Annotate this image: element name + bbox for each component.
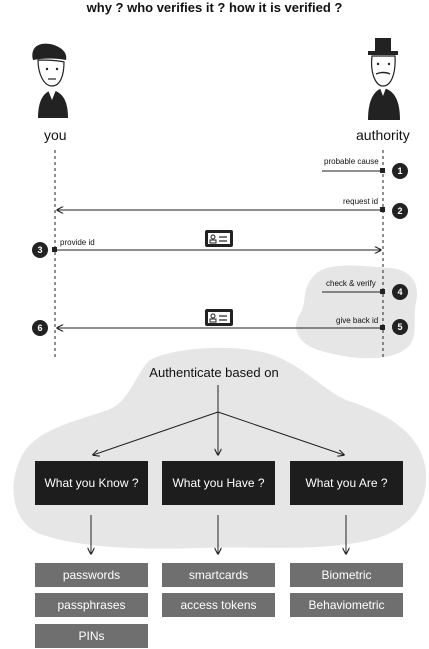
category-have-box: What you Have ?	[162, 461, 275, 505]
you-figure-icon	[32, 43, 68, 118]
step-label-provide-id: provide id	[60, 238, 95, 247]
provide-id-dot	[52, 247, 57, 252]
authority-figure-icon	[368, 38, 400, 120]
item-passphrases: passphrases	[35, 593, 148, 617]
step-badge-5: 5	[392, 319, 408, 335]
step-label-give-back-id: give back id	[336, 316, 379, 325]
step-badge-6: 6	[32, 320, 48, 336]
item-passwords: passwords	[35, 563, 148, 587]
step-label-check-verify: check & verify	[326, 279, 376, 288]
verify-blob	[296, 265, 417, 359]
probable-cause-dot	[380, 168, 385, 173]
give-back-id-dot	[380, 325, 385, 330]
step-label-request-id: request id	[343, 197, 379, 206]
item-smartcards: smartcards	[162, 563, 275, 587]
you-label: you	[44, 127, 67, 143]
category-are-box: What you Are ?	[290, 461, 403, 505]
item-access-tokens: access tokens	[162, 593, 275, 617]
auth-heading: Authenticate based on	[149, 365, 279, 380]
step-badge-4: 4	[392, 284, 408, 300]
id-card-icon	[205, 230, 233, 247]
request-id-dot	[380, 207, 385, 212]
step-badge-2: 2	[392, 203, 408, 219]
id-card-return-icon	[205, 309, 233, 326]
step-badge-1: 1	[392, 163, 408, 179]
check-verify-dot	[380, 289, 385, 294]
item-biometric: Biometric	[290, 563, 403, 587]
authority-label: authority	[356, 127, 410, 143]
step-label-probable-cause: probable cause	[324, 157, 379, 166]
auth-branch-know	[93, 411, 219, 455]
auth-branch-are	[217, 411, 344, 455]
category-know-box: What you Know ?	[35, 461, 148, 505]
item-behaviometric: Behaviometric	[290, 593, 403, 617]
diagram-title: why ? who verifies it ? how it is verifi…	[86, 0, 343, 15]
item-pins: PINs	[35, 624, 148, 648]
step-badge-3: 3	[32, 242, 48, 258]
